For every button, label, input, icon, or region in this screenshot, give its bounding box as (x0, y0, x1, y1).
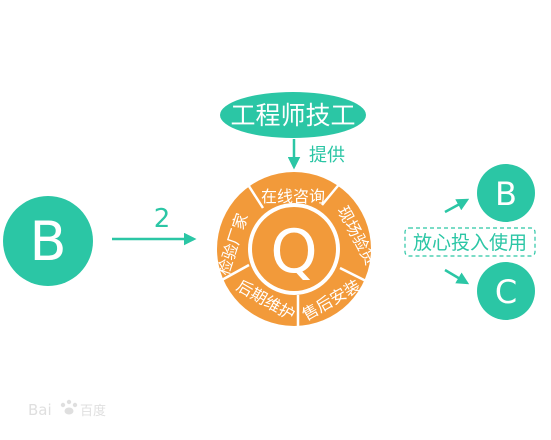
ring-dividers (219, 175, 369, 326)
node-right-c-label: C (495, 273, 517, 311)
node-right-b-label: B (495, 175, 517, 213)
arrow-b-to-q: 2 (112, 204, 197, 246)
provide-label: 提供 (309, 145, 345, 166)
node-center-q-label: Q (270, 217, 317, 287)
node-right-c: C (477, 262, 535, 320)
watermark-cn: 百度 (80, 403, 106, 419)
ring-segment-online-consult: 在线咨询 (261, 187, 325, 206)
arrow-to-right-c (444, 268, 470, 285)
arrow-to-right-b (444, 198, 470, 214)
service-ring: Q 在线咨询 现场验货 售后安装 后期维护 检验厂家 (214, 172, 380, 326)
node-left-b-label: B (29, 210, 66, 273)
watermark-latin: Bai (28, 401, 52, 419)
watermark: Bai 百度 (28, 399, 106, 419)
paw-icon (60, 399, 78, 415)
node-left-b: B (3, 196, 93, 286)
engineer-label: 工程师技工 (230, 101, 355, 130)
step-number-label: 2 (154, 204, 171, 234)
arrow-engineer-to-q: 提供 (287, 139, 345, 170)
engineer-node: 工程师技工 (220, 92, 366, 138)
use-label-box: 放心投入使用 (404, 227, 536, 257)
use-with-confidence-label: 放心投入使用 (413, 232, 527, 254)
node-right-b: B (477, 164, 535, 222)
